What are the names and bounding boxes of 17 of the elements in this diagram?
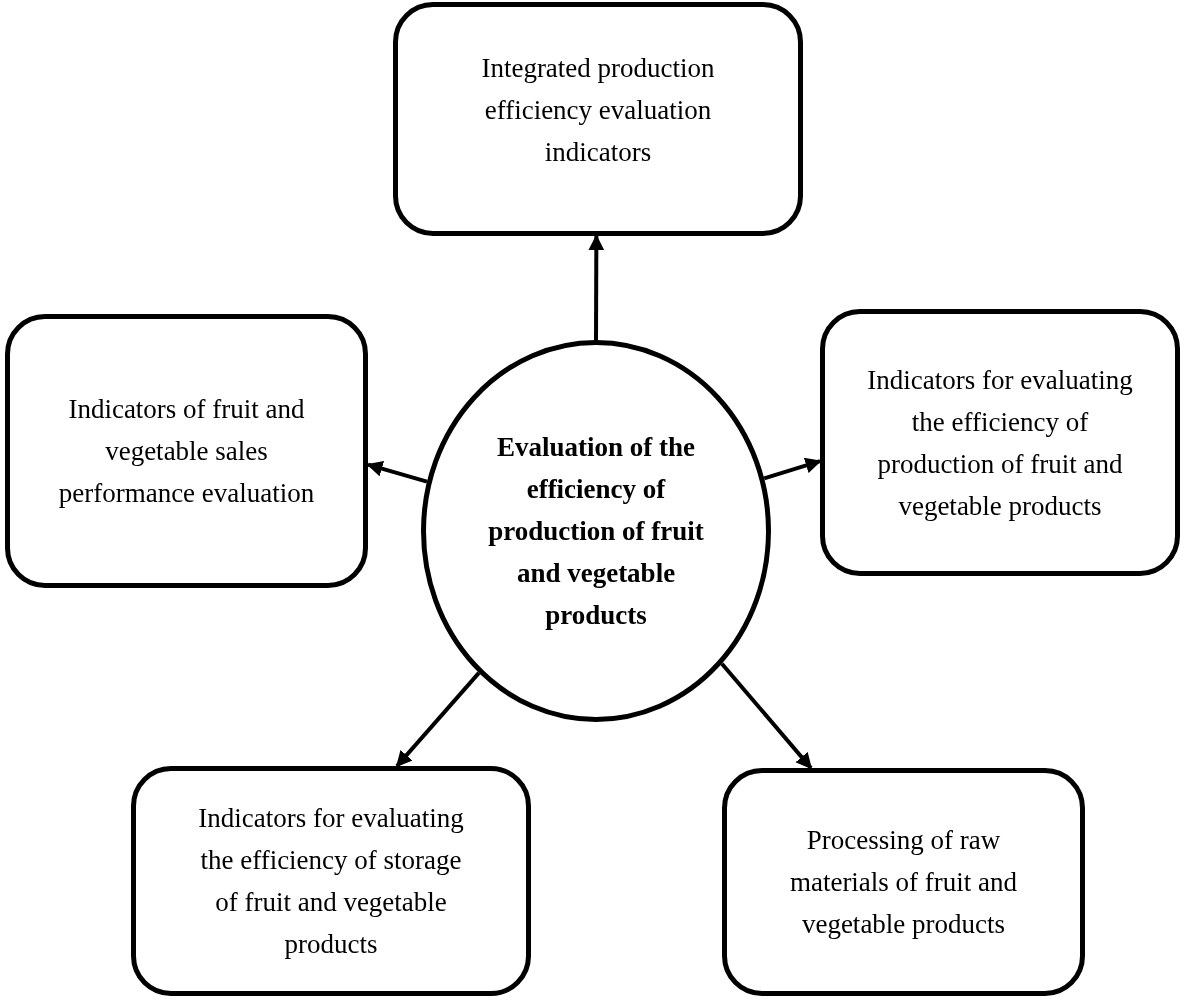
rounded-box [131,766,531,996]
ellipse-node [421,340,771,722]
rounded-box [5,314,368,588]
central-topic: Evaluation of the efficiency of production of fruit and vegetable products [487,431,705,632]
arrow [395,671,481,768]
box-text: Indicators for evaluating the efficiency of production of fruit and vegetable products [866,363,1134,523]
arrow [763,457,822,481]
box-text: Processing of raw materials of fruit and vegetable products [788,824,1019,941]
box-text: Indicators of fruit and vegetable sales performance evaluation [57,393,316,510]
rounded-box [722,768,1085,996]
arrow [588,234,605,340]
box-text: Indicators for evaluating the efficiency of storage of fruit and vegetable products [197,802,465,961]
rounded-box [393,2,803,236]
box-text: Integrated production efficiency evaluation indicators [480,52,716,169]
rounded-box [820,309,1180,576]
arrow [366,460,428,484]
arrow [720,662,813,770]
